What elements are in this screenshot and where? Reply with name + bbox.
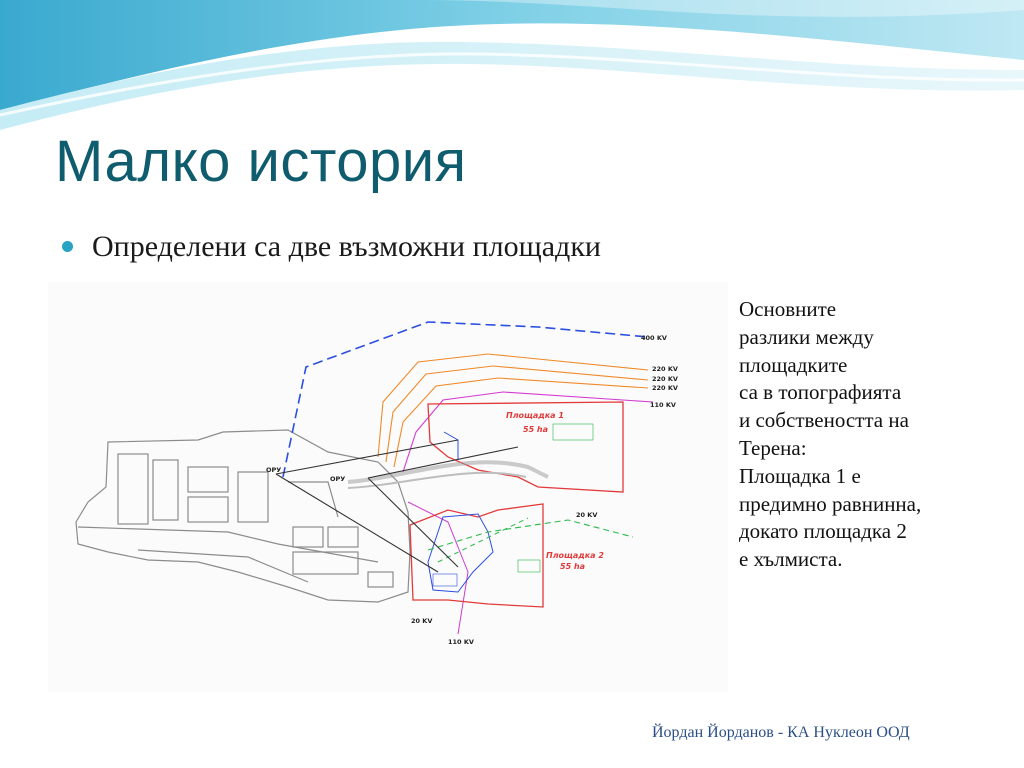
site-1-outline [427, 401, 624, 493]
side-line: са в топографията [739, 380, 902, 405]
label-20kv-bottom: 20 KV [411, 617, 432, 625]
side-line: предимно равнинна, [739, 491, 922, 516]
side-line: Площадка 1 е [739, 463, 861, 488]
site-2-area: 55 ha [560, 562, 585, 571]
label-220kv-3: 220 KV [652, 384, 678, 392]
annotation-blocks [432, 423, 594, 587]
site-2-outline [409, 503, 544, 608]
line-400kv [282, 321, 649, 478]
line-20kv-green [427, 519, 634, 551]
slide-title: Малко история [55, 129, 467, 194]
side-line: докато площадка 2 [739, 519, 907, 544]
label-20kv-right: 20 KV [576, 511, 597, 519]
footer-author: Йордан Йорданов - КА Нуклеон ООД [652, 724, 910, 741]
side-line: разлики между [739, 324, 874, 349]
label-220kv-2: 220 KV [652, 375, 678, 383]
site-2-name: Площадка 2 [546, 551, 604, 560]
label-oru-1: ОРУ [266, 466, 281, 474]
decorative-wave-header [0, 0, 1024, 130]
label-110kv-top: 110 KV [650, 401, 676, 409]
site-1-area: 55 ha [523, 425, 548, 434]
label-220kv-1: 220 KV [652, 365, 678, 373]
side-line: е хълмиста. [739, 547, 843, 572]
label-oru-2: ОРУ [330, 475, 345, 483]
side-line: площадките [739, 352, 848, 377]
bullet-dot-icon [62, 241, 73, 252]
site-plan-map: 400 KV 220 KV 220 KV 220 KV 110 KV 20 KV… [48, 282, 728, 692]
connection-lines [275, 439, 519, 573]
bullet-text: Определени са две възможни площадки [92, 230, 601, 263]
line-110kv [402, 391, 654, 473]
site-1-name: Площадка 1 [506, 411, 564, 420]
side-line: Основните [739, 297, 837, 321]
side-note: Основните разлики между площадките са в … [739, 296, 1009, 574]
label-400kv: 400 KV [641, 334, 667, 342]
label-110kv-bottom: 110 KV [448, 638, 474, 646]
side-line: и собствеността на [739, 408, 909, 433]
lines-220kv [377, 353, 649, 468]
side-line: Терена: [739, 435, 807, 460]
plant-outline [75, 429, 411, 603]
